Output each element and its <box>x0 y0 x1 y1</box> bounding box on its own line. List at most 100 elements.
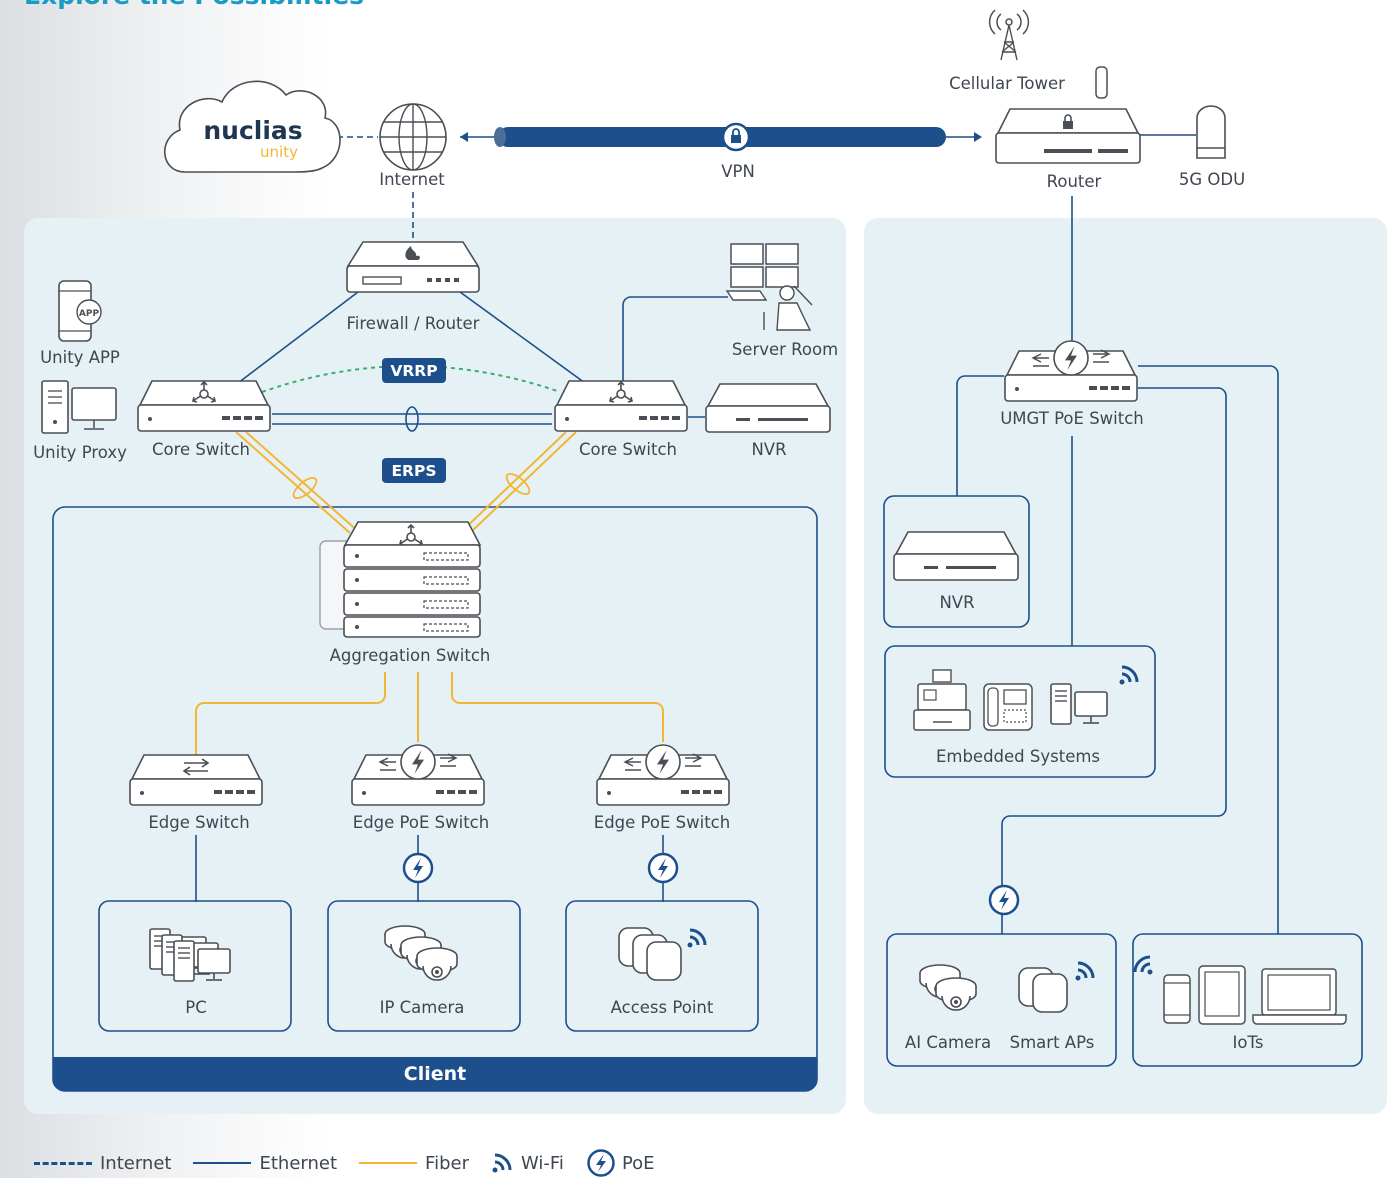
umgt-nvr-link <box>956 375 1004 496</box>
embedded-systems-label: Embedded Systems <box>936 747 1100 766</box>
edge-poe-switch-2-device <box>596 744 730 806</box>
ip-phone-icon <box>983 683 1033 731</box>
server-room-label: Server Room <box>732 340 838 359</box>
ai-camera-group-box <box>886 933 1117 1067</box>
unity-proxy-icon <box>41 380 117 434</box>
core-switch-right-label: Core Switch <box>579 440 677 459</box>
vpn-label: VPN <box>721 162 755 181</box>
legend-label-fiber: Fiber <box>425 1152 469 1174</box>
legend-item-fiber: Fiber <box>359 1153 469 1174</box>
iots-group-box <box>1132 933 1363 1067</box>
firewall-core-left-link <box>237 291 359 384</box>
nvr-left-label: NVR <box>751 440 786 459</box>
ai-camera-label: AI Camera <box>905 1033 991 1052</box>
nvr-right-label: NVR <box>939 593 974 612</box>
edge-poe-switch-2-label: Edge PoE Switch <box>594 813 730 832</box>
pc-label: PC <box>185 998 206 1017</box>
odu-label: 5G ODU <box>1179 170 1245 189</box>
vrrp-link <box>261 365 561 393</box>
iots-label: IoTs <box>1233 1033 1264 1052</box>
client-bar <box>53 1057 817 1091</box>
legend-label-wifi: Wi-Fi <box>520 1152 564 1174</box>
umgt-poe-switch-label: UMGT PoE Switch <box>1000 409 1144 428</box>
core-switch-left-device <box>137 380 271 432</box>
vrrp-label: VRRP <box>390 362 437 380</box>
legend: Internet Ethernet Fiber Wi-Fi PoE <box>34 1148 677 1178</box>
legend-item-internet: Internet <box>34 1153 171 1174</box>
wifi-icon <box>492 1153 512 1173</box>
aggregation-switch-label: Aggregation Switch <box>330 646 491 665</box>
cellular-tower-icon <box>988 9 1030 61</box>
odu-device <box>1196 105 1226 159</box>
router-label: Router <box>1047 172 1102 191</box>
fiber-core-right-agg-1 <box>459 431 567 534</box>
access-point-group-box <box>565 900 759 1032</box>
legend-item-poe: PoE <box>586 1148 655 1178</box>
poe-icon <box>404 854 432 882</box>
ip-camera-label: IP Camera <box>380 998 465 1017</box>
legend-item-ethernet: Ethernet <box>193 1153 337 1174</box>
fiber-agg-edge-1 <box>195 672 386 755</box>
embedded-systems-group-box <box>884 645 1156 778</box>
erps-tag <box>382 458 446 483</box>
legend-item-wifi: Wi-Fi <box>491 1152 564 1174</box>
erps-label: ERPS <box>391 462 436 480</box>
nuclias-logo-sub: unity <box>260 143 298 161</box>
left-site-panel <box>24 218 846 1114</box>
fiber-core-right-agg-2 <box>469 431 577 534</box>
edge-switch-label: Edge Switch <box>148 813 249 832</box>
aggregation-switch-device <box>319 521 482 638</box>
access-point-label: Access Point <box>611 998 714 1017</box>
vpn-lock-icon <box>721 122 751 152</box>
cash-register-icon <box>913 669 971 731</box>
edge-poe-switch-1-label: Edge PoE Switch <box>353 813 489 832</box>
vrrp-tag <box>382 358 446 383</box>
core-switch-right-device <box>554 380 688 432</box>
umgt-ai-camera-link <box>1001 387 1227 934</box>
firewall-core-right-link <box>459 291 586 384</box>
nvr-left-device <box>705 383 831 433</box>
umgt-poe-switch-device <box>1004 340 1138 402</box>
nuclias-cloud: nuclias unity <box>164 80 341 173</box>
edge-poe-switch-1-device <box>351 744 485 806</box>
nuclias-logo-word: nuclias <box>203 116 302 145</box>
router-device <box>995 108 1141 164</box>
unity-app-icon: APP <box>58 280 102 342</box>
client-label: Client <box>404 1063 466 1085</box>
internet-line-swatch <box>34 1161 92 1165</box>
smart-ap-icon <box>1018 967 1068 1013</box>
fiber-core-left-agg-1 <box>235 431 351 534</box>
unity-app-label: Unity APP <box>40 348 120 367</box>
ip-camera-group-box <box>327 900 521 1032</box>
poe-icon <box>587 1149 615 1177</box>
antenna-icon <box>1095 66 1108 99</box>
server-core-link <box>622 296 728 383</box>
legend-label-internet: Internet <box>100 1152 172 1174</box>
edge-switch-device <box>129 754 263 806</box>
ethernet-line-swatch <box>193 1162 252 1164</box>
internet-globe-icon <box>379 103 447 171</box>
internet-label: Internet <box>379 170 445 189</box>
iot-devices-icon <box>1163 965 1347 1025</box>
unity-proxy-label: Unity Proxy <box>33 443 127 462</box>
fiber-agg-edge-3 <box>451 672 664 742</box>
nvr-right-device <box>893 531 1019 581</box>
smart-aps-label: Smart APs <box>1010 1033 1095 1052</box>
legend-label-ethernet: Ethernet <box>259 1152 338 1174</box>
umgt-iot-link <box>1138 365 1279 934</box>
firewall-label: Firewall / Router <box>347 314 480 333</box>
poe-icon <box>649 854 677 882</box>
poe-icon <box>990 886 1018 914</box>
cellular-tower-label: Cellular Tower <box>949 74 1065 93</box>
server-room-icon <box>725 243 813 331</box>
firewall-device <box>346 241 480 293</box>
pc-group-box <box>98 900 292 1032</box>
fire-icon <box>405 246 420 260</box>
core-switch-left-label: Core Switch <box>152 440 250 459</box>
fiber-line-swatch <box>359 1162 418 1164</box>
page-heading: Explore the Possibilities <box>24 0 364 10</box>
nvr-group-box <box>883 495 1030 628</box>
legend-label-poe: PoE <box>621 1152 655 1174</box>
app-badge-text: APP <box>79 309 100 319</box>
